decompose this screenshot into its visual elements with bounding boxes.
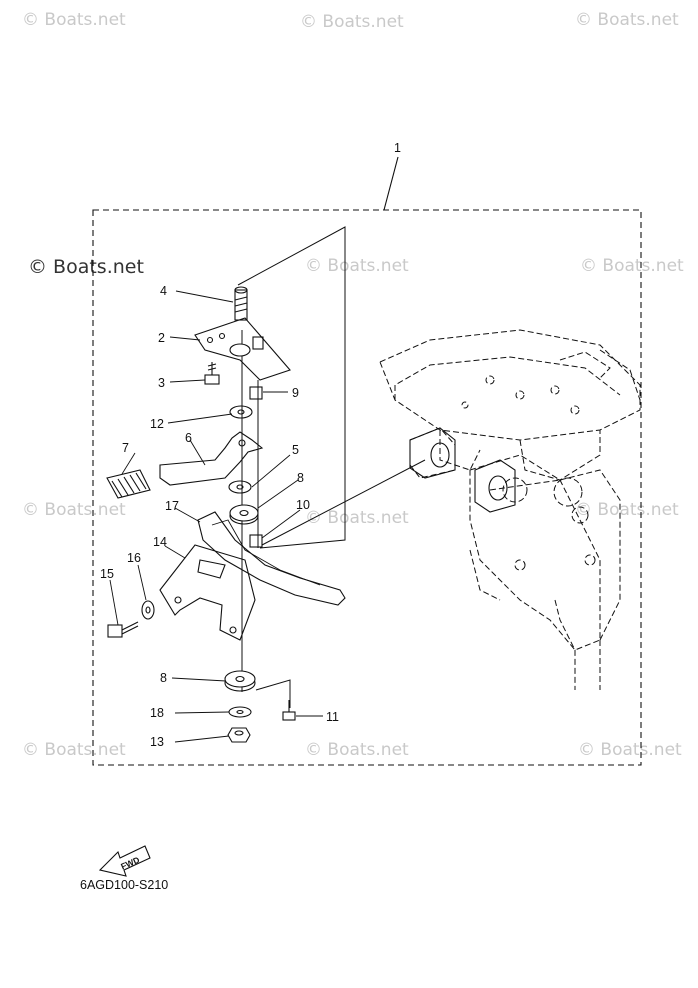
engine-bracket-phantom [379, 329, 641, 690]
callout-15: 15 [100, 567, 114, 581]
part-screw-3 [204, 362, 220, 385]
callout-6: 6 [185, 431, 192, 445]
callout-12: 12 [150, 417, 164, 431]
callout-16: 16 [127, 551, 141, 565]
watermark: © Boats.net [580, 256, 684, 276]
part-damper-8-lower [224, 670, 256, 692]
part-bolt-4 [234, 286, 248, 321]
watermark: © Boats.net [28, 256, 144, 278]
callout-leaders [109, 290, 323, 743]
part-nut-13 [227, 727, 251, 743]
callout-8-lower: 8 [160, 671, 167, 685]
leader-line [383, 156, 399, 211]
part-handle-17 [197, 511, 346, 606]
callout-labels: 1 4 2 3 9 12 6 7 5 8 10 17 14 16 15 8 18… [100, 141, 401, 749]
part-screw-11 [282, 700, 296, 721]
callout-8-upper: 8 [297, 471, 304, 485]
callout-14: 14 [153, 535, 167, 549]
callout-11: 11 [326, 710, 339, 724]
watermark: © Boats.net [575, 10, 679, 30]
watermark: © Boats.net [300, 12, 404, 32]
watermark: © Boats.net [22, 740, 126, 760]
kit-boundary-frame [92, 209, 642, 766]
callout-9: 9 [292, 386, 299, 400]
callout-17: 17 [165, 499, 179, 513]
watermark: © Boats.net [22, 10, 126, 30]
part-lever-6 [159, 431, 264, 486]
watermark: © Boats.net [22, 500, 126, 520]
fwd-arrow-icon [98, 845, 151, 877]
callout-18: 18 [150, 706, 164, 720]
bracket-clamp-block [409, 427, 516, 513]
part-bolt-15 [107, 621, 139, 638]
watermark: © Boats.net [305, 256, 409, 276]
callout-2: 2 [158, 331, 165, 345]
assembly-guide-lines [237, 226, 426, 708]
watermark: © Boats.net [305, 508, 409, 528]
part-plate-2 [194, 317, 291, 381]
watermark: © Boats.net [575, 500, 679, 520]
watermark: © Boats.net [305, 740, 409, 760]
part-washer-16 [141, 600, 155, 620]
part-damper-8-upper [229, 504, 259, 525]
callout-10: 10 [296, 498, 310, 512]
part-washer-18 [228, 706, 252, 718]
callout-4: 4 [160, 284, 167, 298]
part-washer-5 [228, 480, 252, 494]
callout-1: 1 [394, 141, 401, 155]
part-washer-12 [229, 405, 253, 419]
part-collar-9 [249, 386, 263, 400]
callout-13: 13 [150, 735, 164, 749]
diagram-code: 6AGD100-S210 [80, 878, 169, 892]
part-grip-7 [106, 469, 151, 499]
callout-7: 7 [122, 441, 129, 455]
part-collar-10 [249, 534, 263, 548]
watermark: © Boats.net [578, 740, 682, 760]
callout-5: 5 [292, 443, 299, 457]
part-bracket-14 [159, 544, 256, 641]
callout-3: 3 [158, 376, 165, 390]
